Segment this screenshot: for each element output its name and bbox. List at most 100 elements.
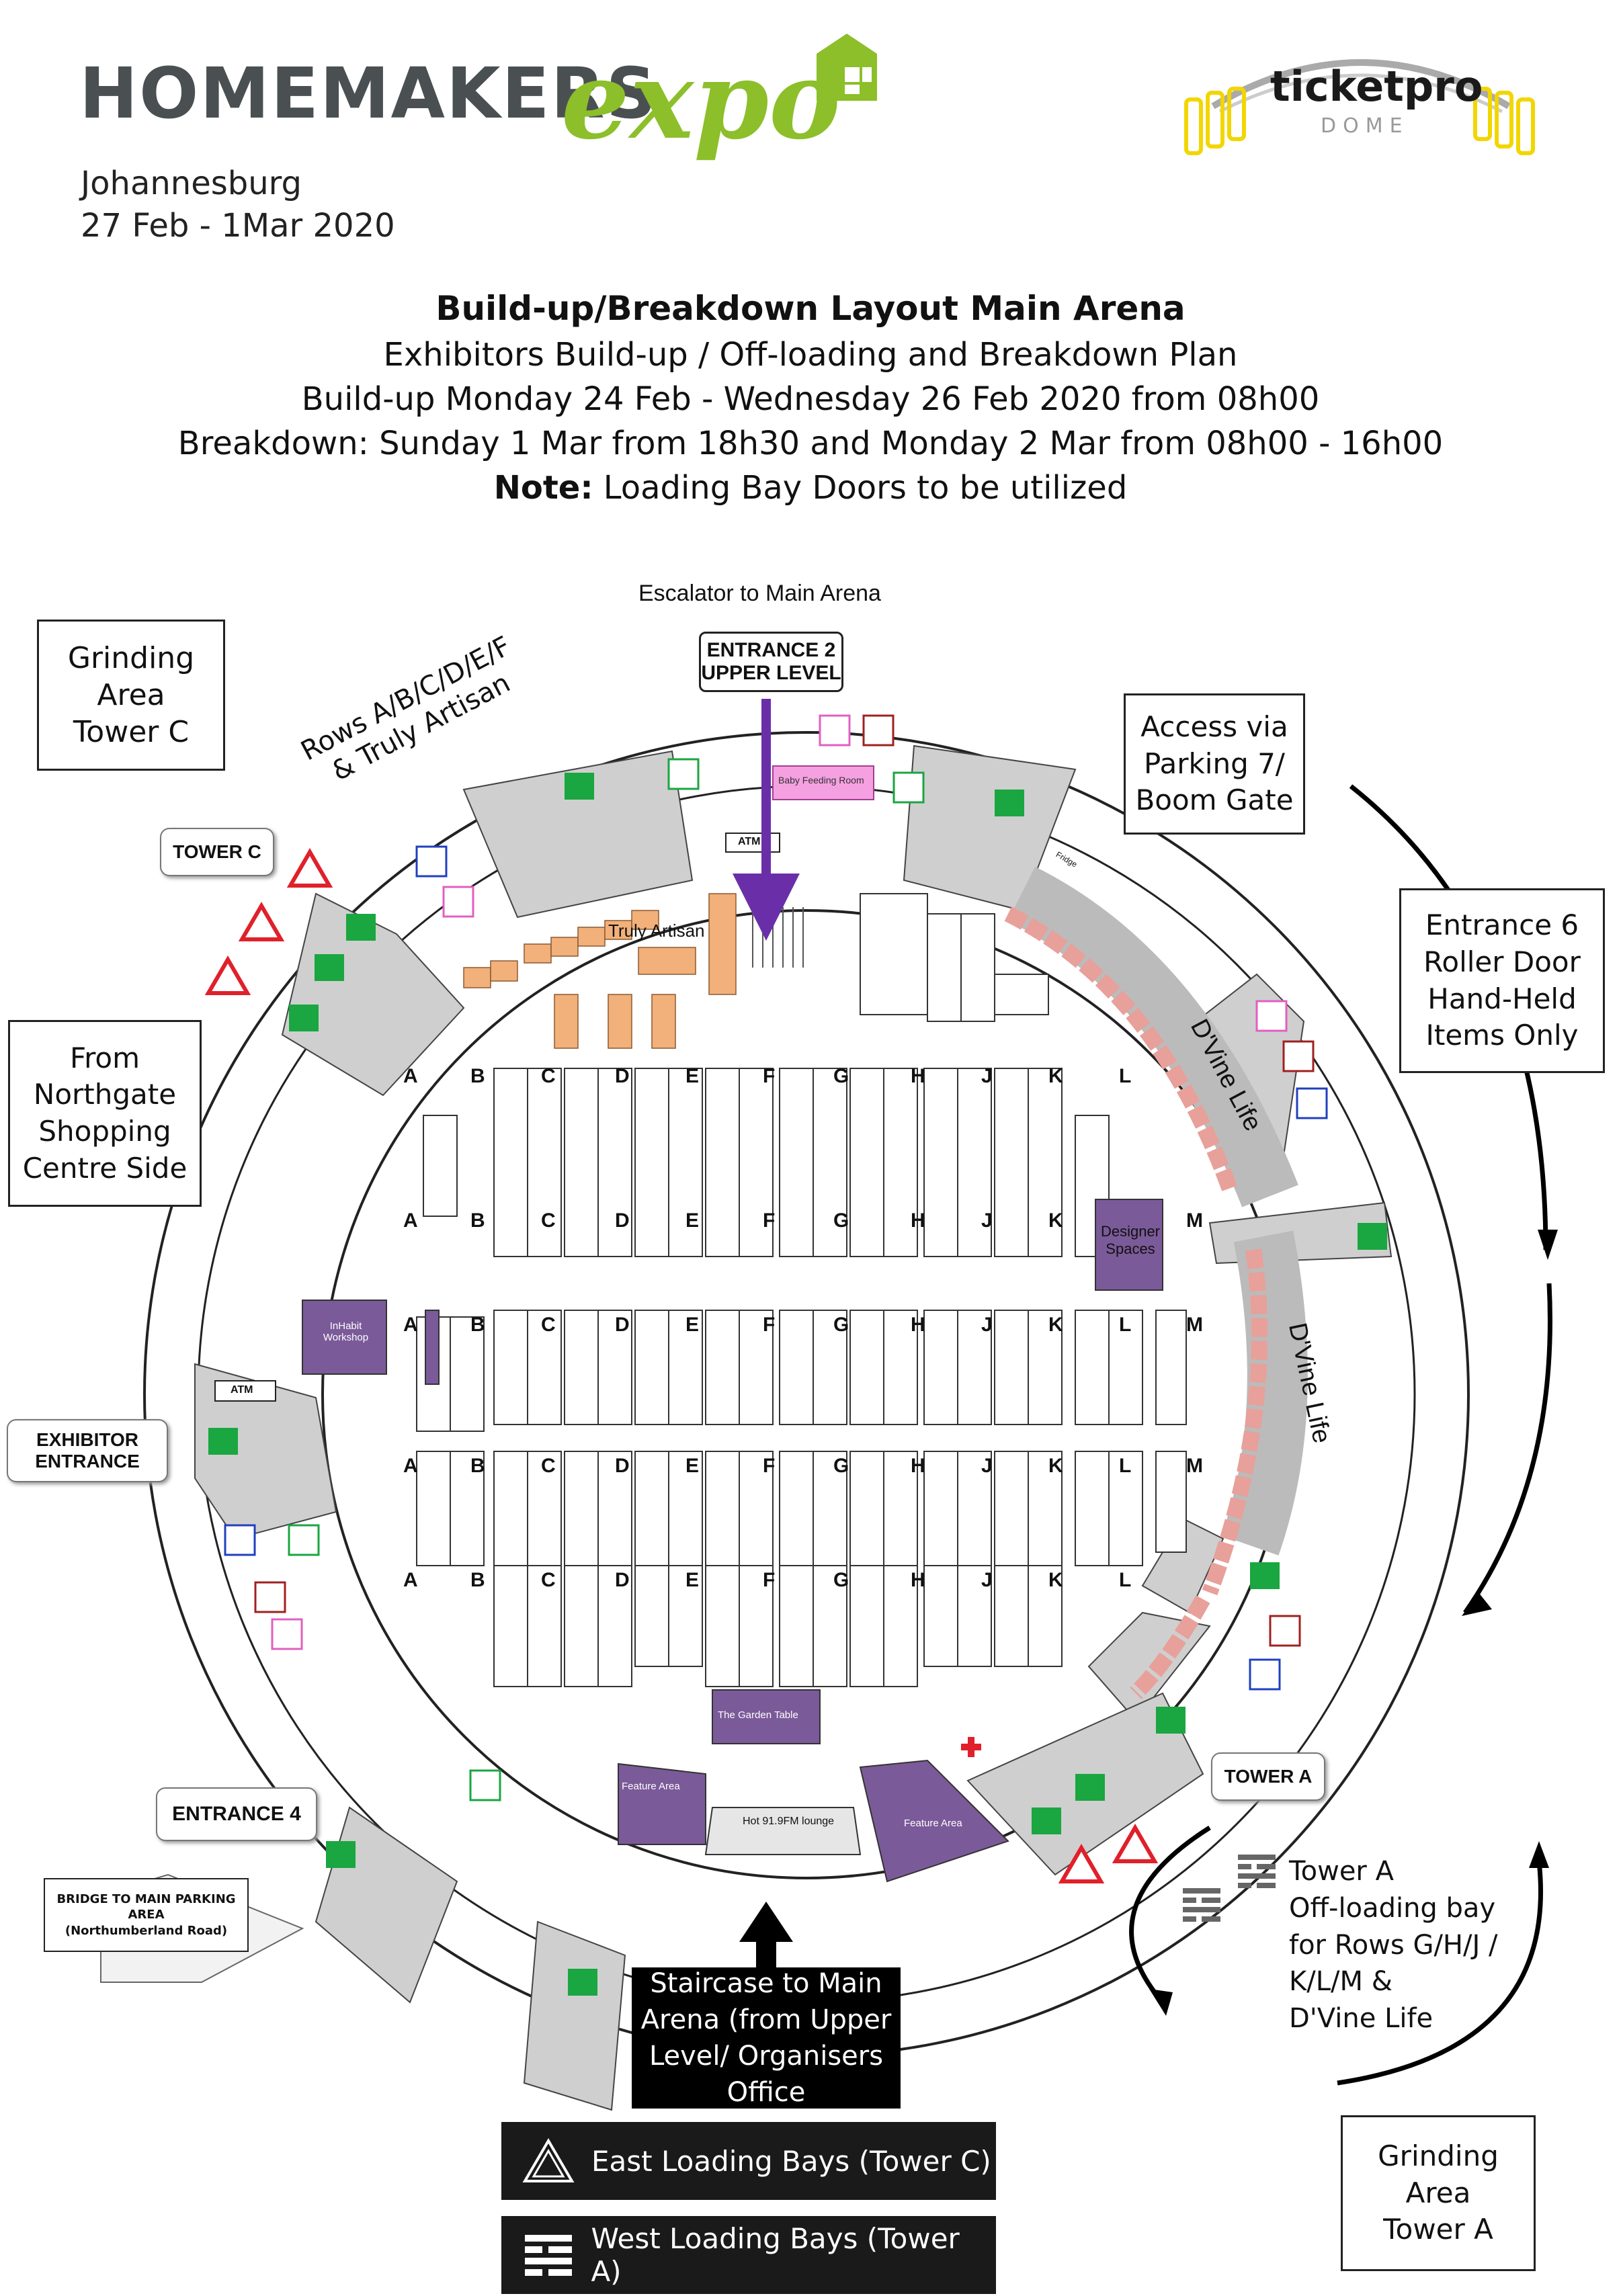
- atm-left-label: ATM: [231, 1384, 253, 1396]
- northgate-line2: Northgate: [33, 1078, 177, 1111]
- northgate-box: From Northgate Shopping Centre Side: [8, 1020, 202, 1207]
- row-letter-d: D: [615, 1455, 630, 1477]
- row-letter-j: J: [981, 1314, 993, 1336]
- first-aid-icon: [961, 1737, 981, 1757]
- row-letter-k: K: [1048, 1065, 1063, 1087]
- row-letter-h: H: [911, 1209, 925, 1232]
- grinding-c-line2: Area: [97, 678, 165, 712]
- row-letter-a: A: [403, 1209, 418, 1232]
- main-title: Build-up/Breakdown Layout Main Arena: [435, 289, 1186, 328]
- row-letter-b: B: [470, 1065, 485, 1087]
- staircase-arrow-shaft: [756, 1935, 776, 1969]
- dvine-stands-lower: [1130, 1595, 1210, 1699]
- atm-left-box: [214, 1380, 276, 1402]
- entrance-2-line2: UPPER LEVEL: [701, 662, 841, 684]
- tower-a-in-arrowhead: [1149, 1989, 1173, 2016]
- row-letter-k: K: [1048, 1569, 1063, 1591]
- entrance-arrow-head: [733, 874, 800, 941]
- grinding-a-line2: Area: [1405, 2176, 1471, 2209]
- garden-table-label: The Garden Table: [718, 1709, 798, 1721]
- row-letter-h: H: [911, 1314, 925, 1336]
- east-bay-triangle-icon: [522, 2138, 575, 2182]
- tower-a-tag: TOWER A: [1211, 1752, 1325, 1801]
- row-letter-c: C: [541, 1209, 556, 1232]
- purple-features: [302, 1199, 1163, 1883]
- row-letter-j: J: [981, 1569, 993, 1591]
- row-letter-c: C: [541, 1314, 556, 1336]
- access-line2: Parking 7/: [1144, 747, 1285, 780]
- row-letter-l: L: [1119, 1455, 1132, 1477]
- row-letter-e: E: [685, 1314, 700, 1336]
- access-parking-box: Access via Parking 7/ Boom Gate: [1124, 693, 1305, 835]
- row-letter-f: F: [763, 1569, 776, 1591]
- ticketpro-dome-logo: [1184, 59, 1535, 155]
- designer-line2: Spaces: [1106, 1240, 1155, 1257]
- escalator-steps: [752, 907, 804, 968]
- row-letter-f: F: [763, 1065, 776, 1087]
- access-line1: Access via: [1140, 710, 1288, 744]
- grinding-area-tower-a: Grinding Area Tower A: [1341, 2115, 1536, 2271]
- row-letter-h: H: [911, 1455, 925, 1477]
- legend-west-text: West Loading Bays (Tower A): [591, 2222, 960, 2288]
- dvine-stands-bottom: [1202, 1248, 1268, 1596]
- entrance-2-sign: ENTRANCE 2 UPPER LEVEL: [699, 632, 843, 692]
- access-line3: Boom Gate: [1135, 783, 1294, 817]
- row-letter-f: F: [763, 1314, 776, 1336]
- row-letter-c: C: [541, 1065, 556, 1087]
- northgate-line4: Centre Side: [22, 1151, 188, 1185]
- feature-area-left-label: Feature Area: [622, 1781, 680, 1792]
- inhabit-workshop-label: InHabit Workshop: [304, 1320, 388, 1343]
- row-letter-b: B: [470, 1209, 485, 1232]
- baby-feeding-label: Baby Feeding Room: [778, 775, 864, 785]
- row-letter-e: E: [685, 1455, 700, 1477]
- designer-spaces-label: Designer Spaces: [1097, 1223, 1164, 1258]
- legend-east-loading: East Loading Bays (Tower C): [501, 2122, 996, 2200]
- row-letter-a: A: [403, 1455, 418, 1477]
- row-letter-l: L: [1119, 1314, 1132, 1336]
- row-letter-e: E: [685, 1065, 700, 1087]
- row-letter-l: L: [1119, 1065, 1132, 1087]
- legend-east-text: East Loading Bays (Tower C): [591, 2144, 991, 2178]
- row-letter-a: A: [403, 1314, 418, 1336]
- row-letter-g: G: [833, 1569, 849, 1591]
- tower-a-out-arrowhead: [1529, 1841, 1549, 1868]
- row-letter-j: J: [981, 1065, 993, 1087]
- row-letter-a: A: [403, 1065, 418, 1087]
- note-text: Loading Bay Doors to be utilized: [593, 469, 1128, 507]
- legend-west-loading: West Loading Bays (Tower A): [501, 2216, 996, 2294]
- northgate-line1: From: [69, 1041, 140, 1074]
- row-letter-b: B: [470, 1455, 485, 1477]
- row-letter-m: M: [1186, 1314, 1203, 1336]
- tower-a-offloading-label: Tower A Off-loading bay for Rows G/H/J /…: [1289, 1853, 1497, 2037]
- expo-logo-text: expo: [561, 37, 841, 163]
- note-bold: Note:: [493, 469, 593, 507]
- dvine-stands-top: [1004, 906, 1238, 1193]
- entrance-4-tag: ENTRANCE 4: [156, 1787, 317, 1841]
- entrance6-line2: Roller Door: [1423, 945, 1581, 978]
- west-bay-grid-icon: [525, 2235, 572, 2276]
- expo-house-icon: [817, 34, 877, 101]
- row-letter-d: D: [615, 1209, 630, 1232]
- title-line-4: Breakdown: Sunday 1 Mar from 18h30 and M…: [177, 425, 1444, 462]
- row-letter-a: A: [403, 1569, 418, 1591]
- dome-logo-text: DOME: [1321, 114, 1409, 138]
- row-letter-d: D: [615, 1569, 630, 1591]
- grinding-a-line1: Grinding: [1378, 2139, 1499, 2173]
- grinding-a-line3: Tower A: [1383, 2213, 1493, 2246]
- row-letter-h: H: [911, 1569, 925, 1591]
- atm-top-label: ATM: [738, 836, 761, 847]
- northgate-line3: Shopping: [38, 1115, 171, 1148]
- row-letter-g: G: [833, 1314, 849, 1336]
- bridge-label-box: BRIDGE TO MAIN PARKING AREA (Northumberl…: [44, 1878, 249, 1952]
- row-letter-g: G: [833, 1209, 849, 1232]
- row-letter-h: H: [911, 1065, 925, 1087]
- city-label: Johannesburg: [81, 165, 302, 202]
- amenity-icons: [224, 714, 1328, 1801]
- row-letter-g: G: [833, 1455, 849, 1477]
- exhibitor-entrance-line2: ENTRANCE: [35, 1451, 140, 1472]
- staircase-line3: Level/ Organisers: [649, 2041, 884, 2072]
- row-letter-f: F: [763, 1455, 776, 1477]
- row-letter-m: M: [1186, 1209, 1203, 1232]
- inhabit-line2: Workshop: [323, 1332, 369, 1343]
